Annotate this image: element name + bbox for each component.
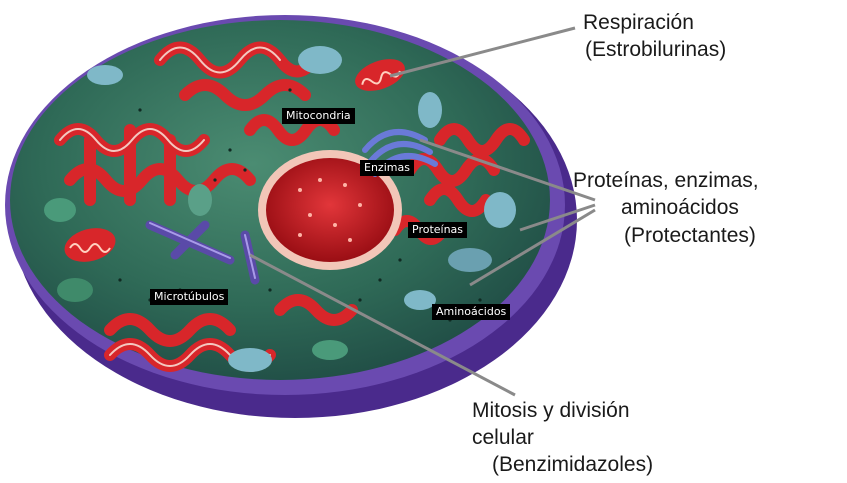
annotation-mitosis-line2: celular (472, 425, 534, 450)
label-enzymes: Enzimas (360, 160, 414, 176)
label-proteins: Proteínas (408, 222, 467, 238)
annotation-respiration-title: Respiración (583, 10, 694, 35)
annotation-protectants-class: (Protectantes) (624, 223, 756, 248)
label-mitochondria: Mitocondria (282, 108, 355, 124)
annotation-protectants-line1: Proteínas, enzimas, (573, 168, 759, 193)
label-amino-acids: Aminoácidos (432, 304, 510, 320)
annotation-mitosis-line1: Mitosis y división (472, 398, 630, 423)
annotation-mitosis-class: (Benzimidazoles) (492, 452, 653, 477)
annotation-respiration-class: (Estrobilurinas) (585, 37, 726, 62)
label-microtubules: Microtúbulos (150, 289, 228, 305)
annotation-protectants-line2: aminoácidos (621, 195, 739, 220)
